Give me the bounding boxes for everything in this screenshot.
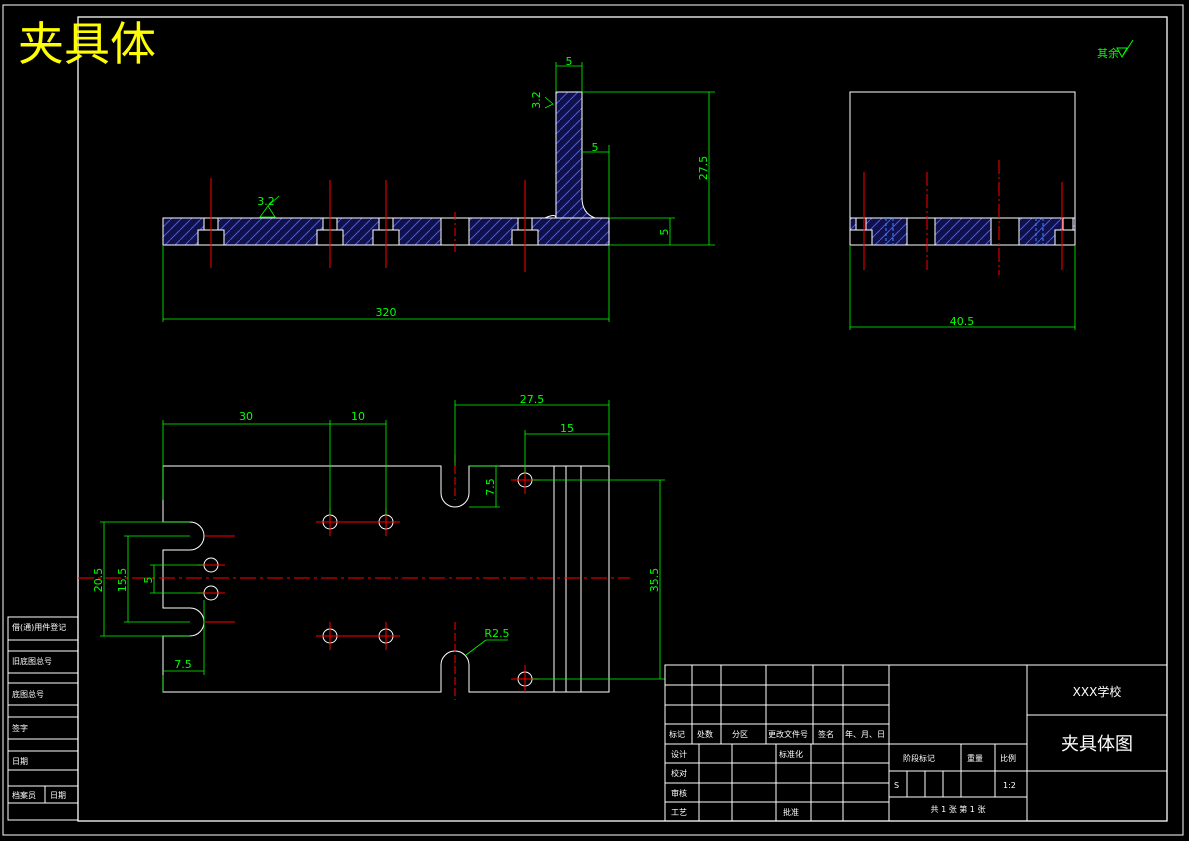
dim-7-5-left: 7.5 [174,658,192,671]
reg-row-4: 签字 [12,723,28,733]
dim-15-5: 15.5 [116,568,129,593]
reg-row-1: 借(通)用件登记 [12,622,66,632]
tb-design: 设计 [671,749,687,759]
tb-scale: 1:2 [1003,781,1016,790]
tb-stage-mark: 阶段标记 [903,753,935,763]
roughness-3-2-b: 3.2 [530,91,543,109]
tb-weight: 重量 [967,753,983,763]
title-block-grid [664,664,1168,822]
dim-7-5-slot: 7.5 [484,478,497,496]
dim-30: 30 [239,410,253,423]
dim-20-5: 20.5 [92,568,105,593]
tb-date: 年、月、日 [845,729,885,739]
dim-27-5-plan: 27.5 [520,393,545,406]
tb-approve: 批准 [783,807,799,817]
dim-r2-5: R2.5 [484,627,509,640]
tb-process: 工艺 [671,808,687,817]
tb-check: 校对 [671,768,687,778]
dim-top-5: 5 [566,55,573,68]
plan-view: 30 10 27.5 15 7.5 35.5 20.5 15.5 5 7.5 R… [78,393,665,700]
tb-sheets: 共 1 张 第 1 张 [931,804,986,814]
dim-10: 10 [351,410,365,423]
tb-scale-label: 比例 [1000,753,1016,763]
tb-sign: 签名 [818,729,834,739]
front-upright-web [555,91,596,219]
surface-finish-text: 其余 [1097,46,1119,60]
tb-stage-s: S [894,781,899,790]
reg-row-5: 日期 [12,757,28,766]
inner-border [77,16,1168,822]
drawing-name: 夹具体图 [1061,734,1133,755]
dim-35-5: 35.5 [648,568,661,593]
dim-27-5: 27.5 [697,156,710,181]
reg-row-2: 旧底图总号 [12,656,52,666]
dim-15: 15 [560,422,574,435]
reg-row-6a: 档案员 [12,790,36,800]
tb-mark: 标记 [669,729,685,739]
dim-base-5: 5 [658,229,671,236]
dim-web-5: 5 [592,141,599,154]
plan-outline [162,465,610,693]
tb-count: 处数 [697,729,713,739]
left-registration-column [7,616,79,821]
surface-finish-note: 其余 [1097,39,1134,60]
dim-320: 320 [376,306,397,319]
school-name: XXX学校 [1073,684,1122,699]
roughness-symbol-icon [1116,39,1134,59]
outer-border [2,4,1184,836]
reg-row-3: 底图总号 [12,689,44,699]
roughness-3-2-a: 3.2 [257,195,275,208]
tb-standardize: 标准化 [779,749,803,759]
tb-zone: 分区 [732,730,748,739]
front-view: 320 5 5 27.5 5 3.2 3.2 [162,55,715,322]
tb-review: 审核 [671,788,687,798]
tb-doc: 更改文件号 [768,729,808,739]
reg-row-6b: 日期 [50,791,66,800]
dim-40-5: 40.5 [950,315,975,328]
sheet-title: 夹具体 [18,17,156,71]
side-view: 40.5 [849,91,1076,330]
dim-5-plan: 5 [142,577,155,584]
